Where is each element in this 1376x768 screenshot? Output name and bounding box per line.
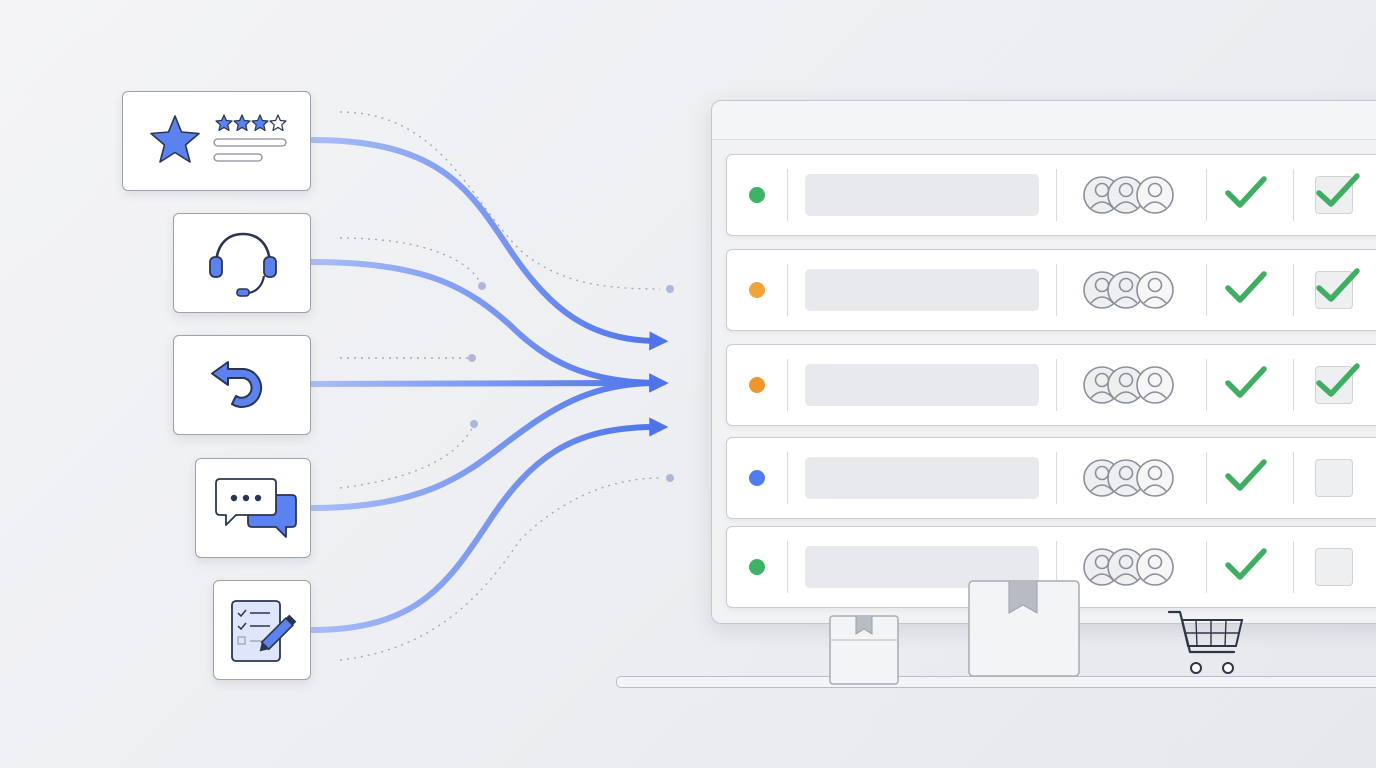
star-rating-icon — [150, 114, 287, 163]
checklist-pen-icon — [231, 600, 297, 662]
row-checkbox[interactable] — [1315, 459, 1353, 497]
column-divider — [787, 264, 788, 316]
status-dot — [749, 559, 765, 575]
status-dot — [749, 282, 765, 298]
table-row[interactable] — [726, 437, 1376, 519]
checkmark-icon — [1225, 271, 1267, 303]
monitor-title-bar — [712, 101, 1376, 140]
flow-arrow-chat — [309, 373, 669, 511]
return-arrow-icon — [211, 361, 263, 408]
checkbox-checkmark-icon — [1316, 268, 1360, 302]
column-divider — [1206, 452, 1207, 504]
column-divider — [1056, 452, 1057, 504]
headset-icon — [209, 232, 277, 297]
chat-card — [195, 458, 311, 558]
checkbox-checkmark-icon — [1316, 363, 1360, 397]
placeholder-text-bar — [805, 269, 1039, 311]
dashboard-monitor — [711, 100, 1376, 624]
status-dot — [749, 187, 765, 203]
package-box-small-icon — [829, 615, 899, 685]
table-row[interactable] — [726, 154, 1376, 236]
column-divider — [1056, 169, 1057, 221]
column-divider — [787, 359, 788, 411]
checkbox-checkmark-icon — [1316, 173, 1360, 207]
flow-arrow-reviews — [309, 137, 669, 351]
user-avatars-icon — [1083, 548, 1174, 586]
flow-arrow-returns — [309, 373, 669, 393]
column-divider — [787, 541, 788, 593]
guide-dots — [468, 282, 674, 482]
flow-arrow-surveys — [309, 417, 669, 633]
table-row[interactable] — [726, 344, 1376, 426]
shopping-cart-icon — [1167, 610, 1244, 674]
checkmark-icon — [1225, 366, 1267, 398]
column-divider — [1293, 264, 1294, 316]
column-divider — [1293, 452, 1294, 504]
row-checkbox[interactable] — [1315, 548, 1353, 586]
status-dot — [749, 470, 765, 486]
customer-support-card — [173, 213, 311, 313]
column-divider — [1056, 264, 1057, 316]
column-divider — [1293, 359, 1294, 411]
column-divider — [1206, 264, 1207, 316]
flow-arrow-support — [309, 259, 669, 393]
review-rating-card — [122, 91, 311, 191]
checkmark-icon — [1225, 176, 1267, 208]
checkmark-icon — [1225, 459, 1267, 491]
placeholder-text-bar — [805, 457, 1039, 499]
user-avatars-icon — [1083, 459, 1174, 497]
column-divider — [787, 452, 788, 504]
column-divider — [1206, 169, 1207, 221]
placeholder-text-bar — [805, 364, 1039, 406]
status-dot — [749, 377, 765, 393]
placeholder-text-bar — [805, 174, 1039, 216]
column-divider — [1206, 541, 1207, 593]
user-avatars-icon — [1083, 366, 1174, 404]
column-divider — [1293, 169, 1294, 221]
column-divider — [1056, 359, 1057, 411]
column-divider — [1293, 541, 1294, 593]
table-row[interactable] — [726, 249, 1376, 331]
checkmark-icon — [1225, 548, 1267, 580]
dotted-guide-lines — [339, 111, 661, 661]
chat-bubbles-icon — [215, 478, 297, 538]
column-divider — [787, 169, 788, 221]
user-avatars-icon — [1083, 176, 1174, 214]
returns-card — [173, 335, 311, 435]
survey-card — [213, 580, 311, 680]
column-divider — [1206, 359, 1207, 411]
column-divider — [1056, 541, 1057, 593]
package-box-large-icon — [968, 580, 1080, 677]
user-avatars-icon — [1083, 271, 1174, 309]
